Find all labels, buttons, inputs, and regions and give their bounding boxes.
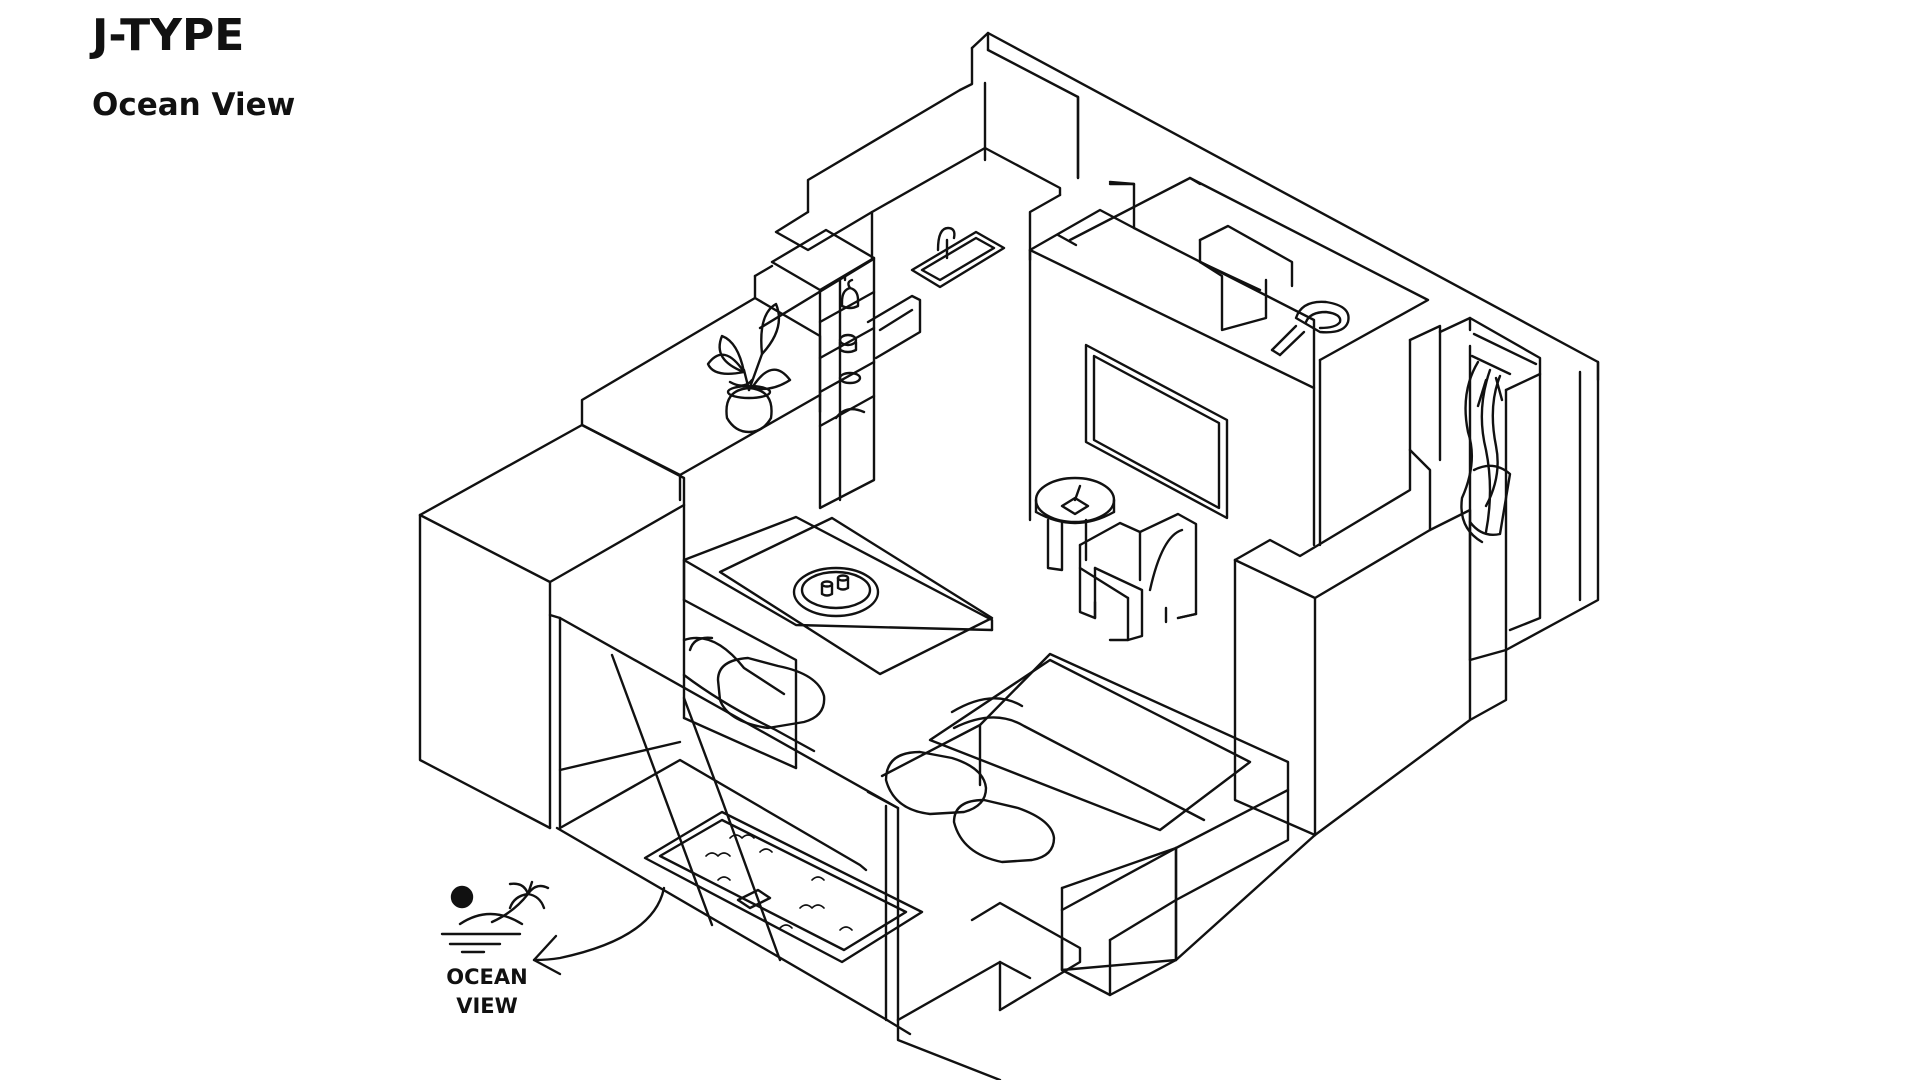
tv-wall: [1028, 180, 1316, 547]
closet: [1438, 316, 1542, 662]
side-table: [1034, 476, 1116, 572]
lounge-chair: [1078, 512, 1198, 642]
bed-upper: [682, 515, 994, 770]
bed-lower: [880, 652, 1290, 997]
ocean-view-label-line1: OCEAN: [446, 965, 528, 989]
ocean-view-label-line2: VIEW: [456, 994, 518, 1018]
balcony-plunge-pool: [558, 758, 924, 964]
room-type-title: J-TYPE: [92, 10, 245, 61]
balcony-deck: [885, 901, 1082, 1080]
bathroom: [1068, 176, 1442, 547]
room-view-subtitle: Ocean View: [92, 87, 296, 123]
left-cabinet: [418, 423, 686, 830]
ocean-view-arrow: [532, 886, 666, 976]
potted-plant-icon: [706, 302, 792, 434]
shelving-unit: [770, 228, 876, 510]
room-outer-walls: [806, 31, 1600, 652]
sun-palm-ocean-icon: [440, 880, 550, 954]
wall-tv-icon: [1084, 343, 1229, 520]
right-front-walls: [1060, 448, 1508, 972]
ocean-view-label: OCEAN VIEW: [437, 963, 537, 1021]
